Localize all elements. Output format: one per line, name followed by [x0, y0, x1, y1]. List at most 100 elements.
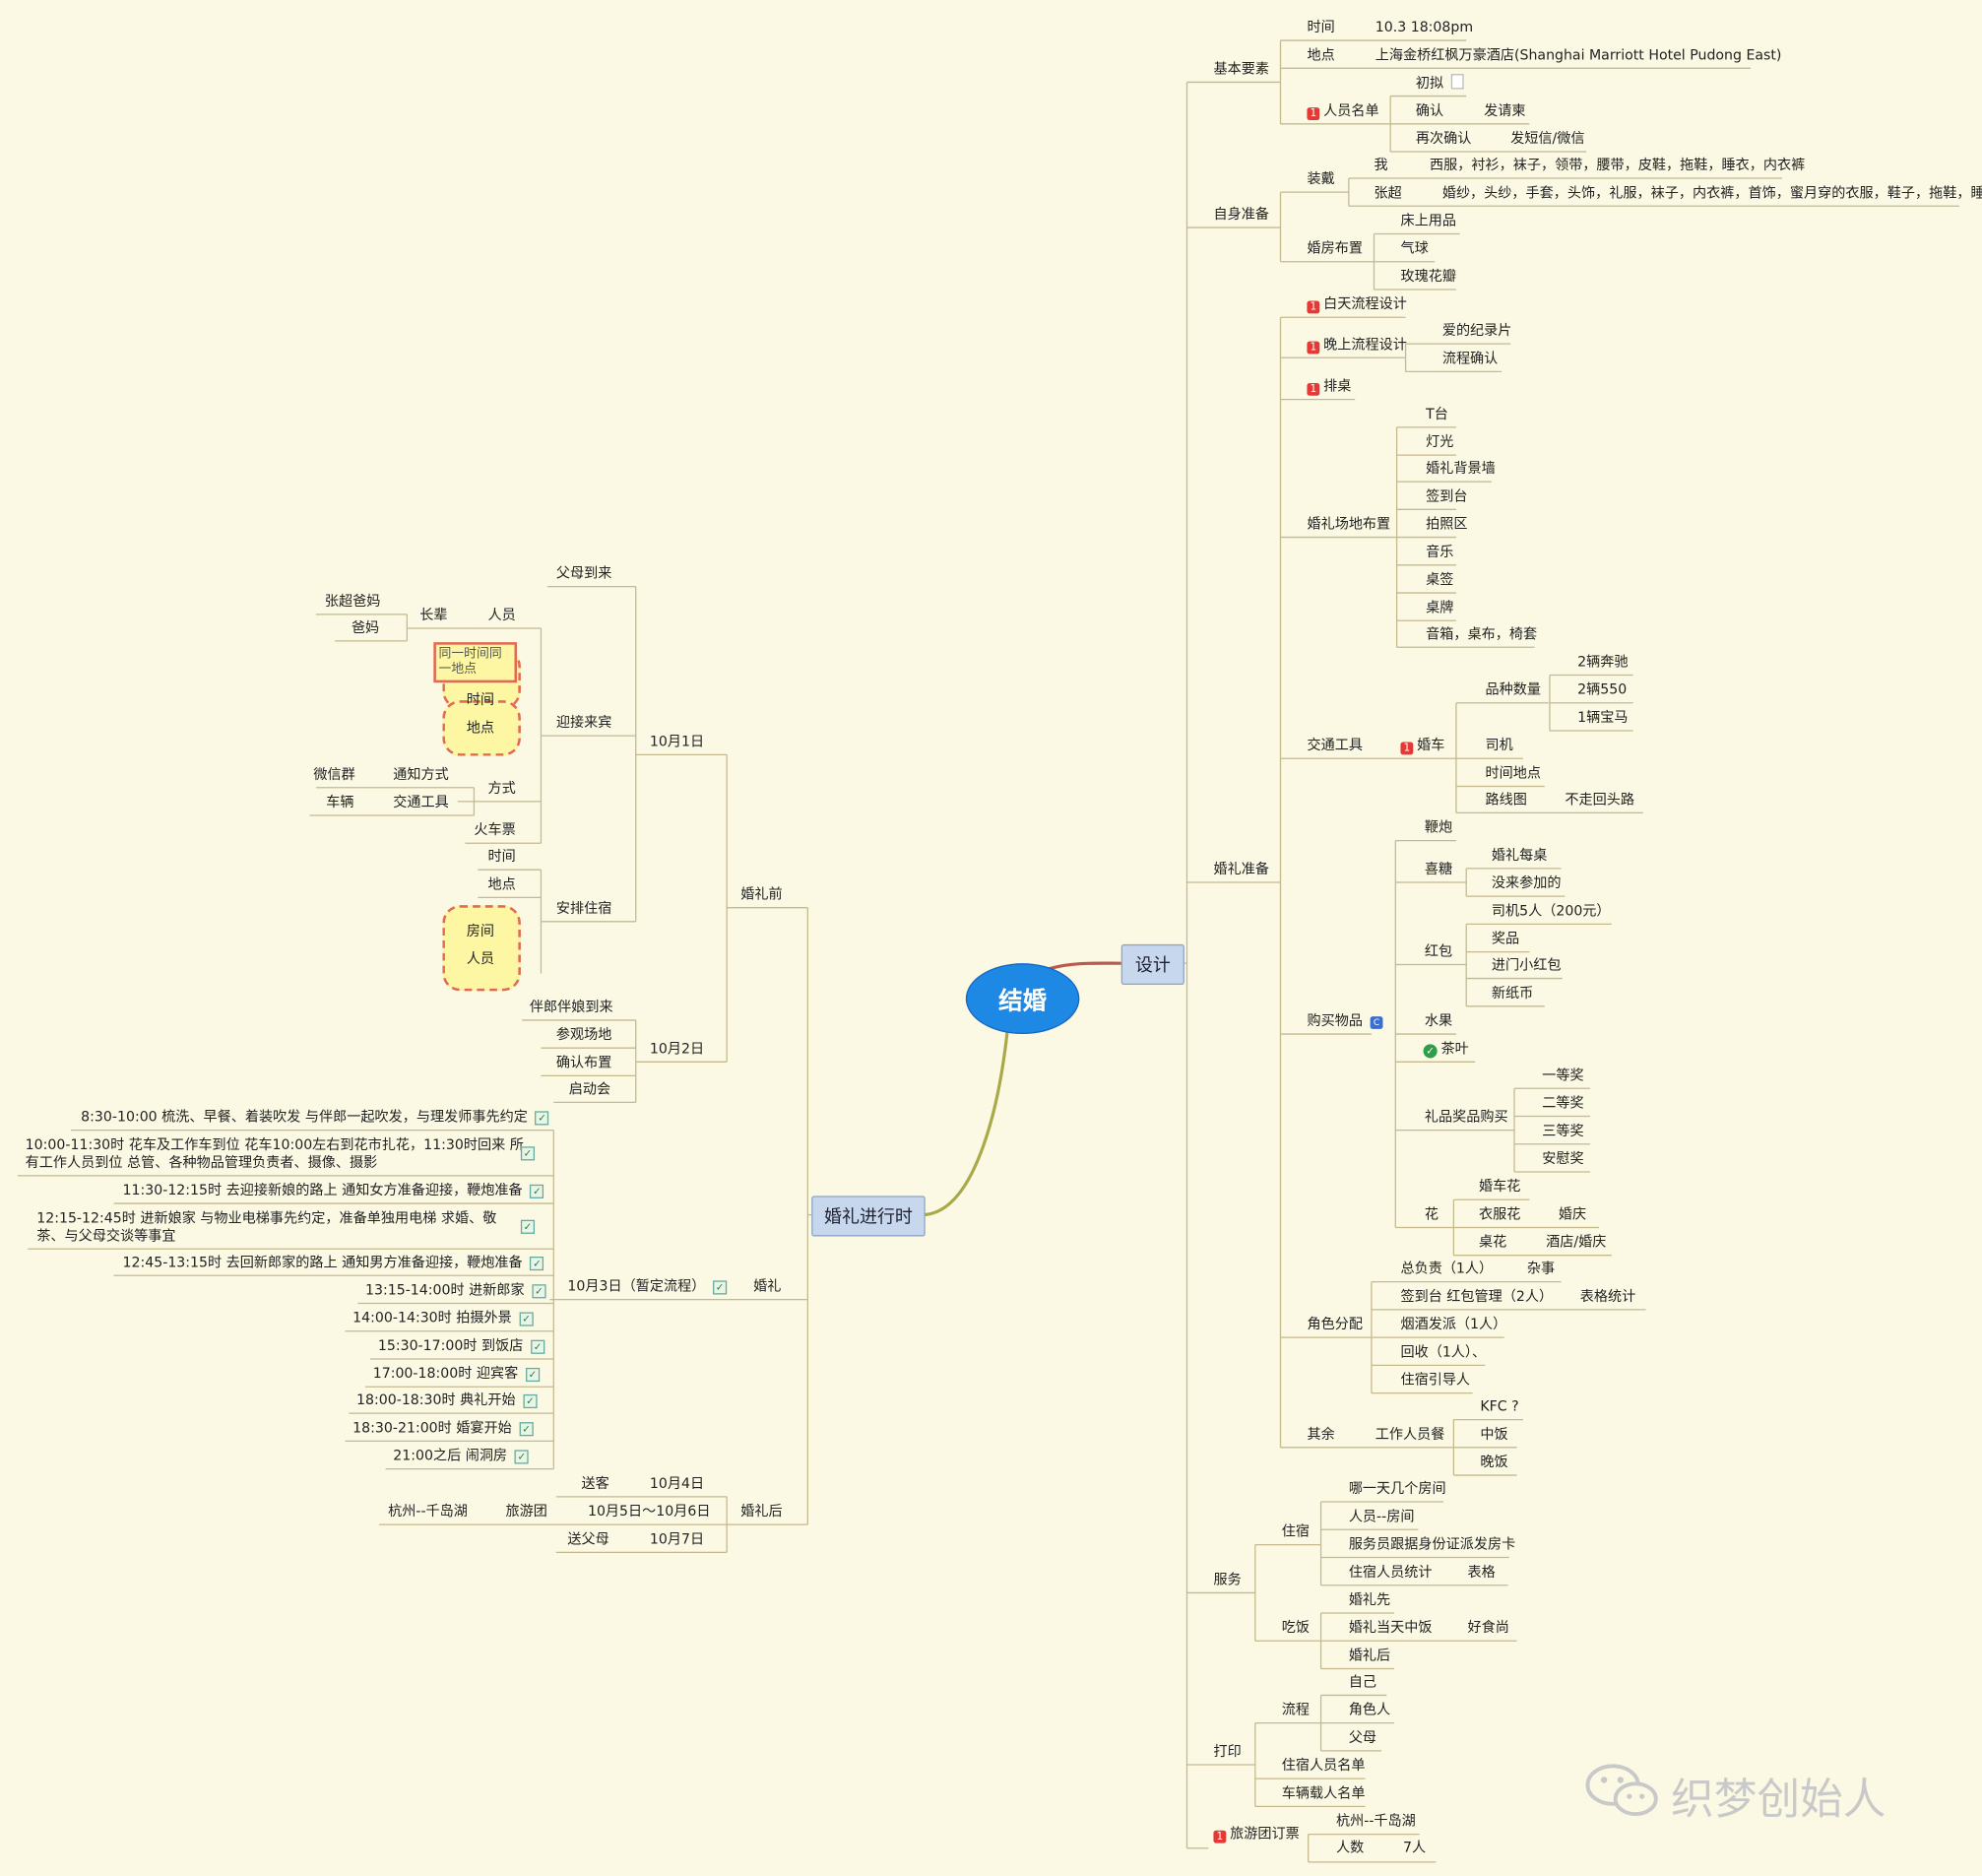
node-schedule-item[interactable]: 18:00-18:30时 典礼开始✓ — [356, 1391, 538, 1409]
node-place[interactable]: 地点 — [1307, 46, 1335, 64]
node-wedding[interactable]: 婚礼 — [753, 1277, 782, 1295]
node-role-1b[interactable]: 杂事 — [1526, 1260, 1556, 1277]
node-meal[interactable]: 工作人员餐 — [1375, 1426, 1445, 1443]
node-film[interactable]: 爱的纪录片 — [1441, 322, 1512, 340]
node-no-back[interactable]: 不走回头路 — [1565, 791, 1634, 809]
node-print-parents[interactable]: 父母 — [1348, 1729, 1377, 1746]
node-lodge-people[interactable]: 人员 — [466, 950, 494, 968]
node-time[interactable]: 时间 — [1307, 19, 1335, 35]
node-confirm[interactable]: 确认 — [1415, 101, 1444, 119]
node-venue-item[interactable]: T台 — [1426, 406, 1448, 422]
node-gift-1[interactable]: 一等奖 — [1542, 1067, 1584, 1084]
design-node[interactable]: 设计 — [1120, 943, 1184, 985]
node-send-parents[interactable]: 送父母 — [567, 1530, 609, 1548]
node-my-parents[interactable]: 爸妈 — [351, 619, 380, 636]
node-elder[interactable]: 长辈 — [419, 607, 448, 623]
node-schedule-item[interactable]: 10:00-11:30时 花车及工作车到位 花车10:00左右到花市扎花，11:… — [25, 1136, 524, 1153]
node-invite[interactable]: 发请柬 — [1484, 101, 1526, 119]
node-message[interactable]: 发短信/微信 — [1510, 130, 1585, 147]
node-eat-2b[interactable]: 好食尚 — [1467, 1619, 1509, 1637]
node-red-packet[interactable]: 红包 — [1424, 942, 1453, 960]
node-oct7[interactable]: 10月7日 — [649, 1530, 705, 1548]
node-benz[interactable]: 2辆奔驰 — [1577, 653, 1629, 671]
node-self[interactable]: 自身准备 — [1213, 206, 1269, 223]
node-gift-4[interactable]: 安慰奖 — [1542, 1150, 1584, 1167]
node-venue-item[interactable]: 桌签 — [1426, 571, 1454, 588]
node-flower-3[interactable]: 桌花 — [1479, 1233, 1507, 1251]
node-flower-3b[interactable]: 酒店/婚庆 — [1546, 1233, 1607, 1251]
node-oct2-4[interactable]: 启动会 — [568, 1080, 611, 1098]
node-draft[interactable]: 初拟 — [1416, 74, 1464, 93]
node-place-value[interactable]: 上海金桥红枫万豪酒店(Shanghai Marriott Hotel Pudon… — [1375, 46, 1782, 64]
node-oct2-1[interactable]: 伴郎伴娘到来 — [529, 999, 613, 1015]
node-before[interactable]: 婚礼前 — [740, 885, 783, 903]
node-me-items[interactable]: 西服，衬衫，袜子，领带，腰带，皮鞋，拖鞋，睡衣，内衣裤 — [1429, 157, 1806, 173]
node-stay[interactable]: 住宿 — [1281, 1522, 1311, 1540]
node-kind[interactable]: 品种数量 — [1485, 680, 1541, 698]
node-gift-3[interactable]: 三等奖 — [1542, 1122, 1584, 1139]
node-traffic[interactable]: 交通工具 — [1307, 737, 1363, 754]
node-schedule-item[interactable]: 14:00-14:30时 拍摄外景✓ — [352, 1310, 534, 1327]
node-bmw[interactable]: 1辆宝马 — [1577, 709, 1629, 726]
node-notify[interactable]: 通知方式 — [393, 765, 449, 783]
node-venue-item[interactable]: 音箱，桌布，椅套 — [1426, 625, 1538, 643]
node-basic[interactable]: 基本要素 — [1213, 60, 1269, 78]
node-see-off[interactable]: 送客 — [581, 1475, 609, 1492]
node-time-place[interactable]: 时间地点 — [1485, 764, 1541, 782]
node-tour-num-value[interactable]: 7人 — [1403, 1839, 1427, 1856]
node-car-type[interactable]: 车辆 — [326, 794, 354, 810]
node-print-car[interactable]: 车辆载人名单 — [1281, 1784, 1366, 1802]
node-schedule-item[interactable]: 15:30-17:00时 到饭店✓ — [378, 1337, 545, 1355]
node-candy-2[interactable]: 没来参加的 — [1491, 874, 1562, 892]
node-rp-2[interactable]: 奖品 — [1491, 930, 1520, 947]
node-role[interactable]: 角色分配 — [1307, 1316, 1363, 1333]
node-print[interactable]: 打印 — [1213, 1743, 1242, 1760]
node-lodge-room[interactable]: 房间 — [466, 923, 494, 939]
node-eat-3[interactable]: 婚礼后 — [1348, 1647, 1391, 1664]
node-venue-item[interactable]: 拍照区 — [1426, 515, 1468, 533]
node-stay-1[interactable]: 哪一天几个房间 — [1348, 1480, 1446, 1497]
node-print-self[interactable]: 自己 — [1348, 1673, 1377, 1691]
node-prep[interactable]: 婚礼准备 — [1213, 861, 1269, 877]
node-print-role[interactable]: 角色人 — [1348, 1701, 1391, 1718]
node-wechat[interactable]: 微信群 — [313, 765, 355, 783]
node-eat-2[interactable]: 婚礼当天中饭 — [1348, 1619, 1433, 1637]
node-parents-arrive[interactable]: 父母到来 — [555, 564, 612, 582]
node-role-4[interactable]: 回收（1人）、 — [1400, 1343, 1487, 1361]
node-tour-dest[interactable]: 杭州--千岛湖 — [1335, 1812, 1416, 1830]
node-flower-1[interactable]: 婚车花 — [1479, 1178, 1521, 1196]
node-lodge-place[interactable]: 地点 — [487, 875, 516, 893]
node-eat[interactable]: 吃饭 — [1281, 1619, 1311, 1637]
node-role-5[interactable]: 住宿引导人 — [1400, 1371, 1471, 1389]
node-service[interactable]: 服务 — [1213, 1571, 1242, 1588]
node-welcome-time[interactable]: 时间 — [466, 691, 494, 708]
node-welcome-place[interactable]: 地点 — [466, 719, 494, 737]
node-venue-item[interactable]: 音乐 — [1426, 543, 1454, 560]
node-wear[interactable]: 装戴 — [1307, 170, 1335, 187]
note-box[interactable]: 同一时间同一地点 — [433, 642, 518, 683]
node-rp-3[interactable]: 进门小红包 — [1491, 956, 1562, 974]
node-schedule-item[interactable]: 8:30-10:00 梳洗、早餐、着装吹发 与伴郎一起吹发，与理发师事先约定✓ — [81, 1109, 549, 1127]
node-print-flow[interactable]: 流程 — [1281, 1701, 1311, 1718]
node-fruit[interactable]: 水果 — [1424, 1012, 1453, 1029]
node-schedule-item[interactable]: 12:45-13:15时 去回新郎家的路上 通知男方准备迎接，鞭炮准备✓ — [123, 1254, 544, 1271]
node-room[interactable]: 婚房布置 — [1307, 239, 1363, 257]
node-role-1[interactable]: 总负责（1人） — [1400, 1260, 1494, 1277]
node-method[interactable]: 方式 — [487, 780, 516, 797]
node-firecracker[interactable]: 鞭炮 — [1424, 818, 1453, 836]
node-route[interactable]: 路线图 — [1485, 791, 1527, 809]
node-schedule-item[interactable]: 18:30-21:00时 婚宴开始✓ — [352, 1420, 534, 1438]
node-driver[interactable]: 司机 — [1485, 737, 1513, 754]
node-venue-item[interactable]: 灯光 — [1426, 433, 1454, 450]
node-oct2-3[interactable]: 确认布置 — [555, 1054, 612, 1071]
node-welcome[interactable]: 迎接来宾 — [555, 714, 612, 731]
node-schedule-item[interactable]: 21:00之后 闹洞房✓ — [393, 1448, 529, 1465]
node-role-2[interactable]: 签到台 红包管理（2人） — [1400, 1288, 1554, 1305]
node-zc[interactable]: 张超 — [1374, 184, 1402, 202]
node-dinner[interactable]: 晚饭 — [1480, 1454, 1508, 1470]
